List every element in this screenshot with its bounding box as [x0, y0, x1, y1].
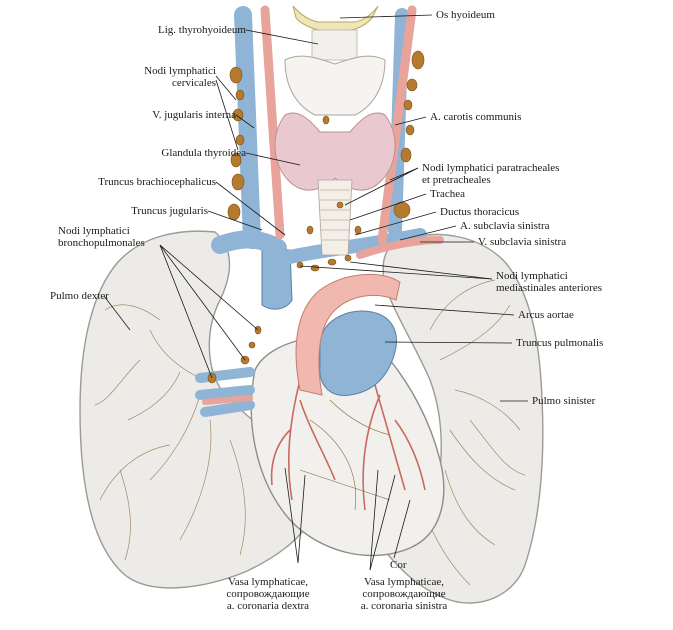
- lymph-node: [230, 152, 242, 168]
- label-vasa-sinistra-line1: Vasa lymphaticae,: [364, 576, 444, 588]
- label-truncus-brachiocephalicus: Truncus brachiocephalicus: [98, 176, 216, 188]
- great-vessels: [195, 5, 444, 417]
- lymph-node: [235, 89, 245, 101]
- coronaria-dextra-vessels: [270, 379, 336, 501]
- os-hyoideum-shape: [292, 5, 379, 33]
- arcus-aortae-shape: [295, 273, 401, 396]
- label-nodi-cervicales-line2: cervicales: [172, 77, 216, 89]
- label-vasa-dextra-line2: сопровождающие: [226, 588, 309, 600]
- lymph-node: [248, 341, 256, 349]
- label-arcus-aortae: Arcus aortae: [518, 309, 574, 321]
- label-cor: Cor: [390, 559, 407, 571]
- labels: Os hyoideum Lig. thyrohyoideum Nodi lymp…: [50, 9, 603, 612]
- label-nodi-paratracheales-line1: Nodi lymphatici paratracheales: [422, 162, 559, 174]
- leader-lines: [103, 14, 528, 571]
- lymph-node: [310, 264, 320, 272]
- lymph-nodes: [207, 50, 425, 384]
- label-vasa-dextra-line3: a. coronaria dextra: [227, 600, 309, 612]
- label-os-hyoideum: Os hyoideum: [436, 9, 495, 21]
- label-vasa-sinistra-line2: сопровождающие: [362, 588, 445, 600]
- label-truncus-pulmonalis: Truncus pulmonalis: [516, 337, 603, 349]
- label-a-subclavia-sinistra: A. subclavia sinistra: [460, 220, 550, 232]
- a-carotis-communis-sinistra: [377, 5, 417, 245]
- label-truncus-jugularis: Truncus jugularis: [131, 205, 208, 217]
- label-nodi-bronchopulmonales-line1: Nodi lymphatici: [58, 225, 130, 237]
- label-v-subclavia-sinistra: V. subclavia sinistra: [478, 236, 566, 248]
- label-lig-thyrohyoideum: Lig. thyrohyoideum: [158, 24, 246, 36]
- lig-thyrohyoideum-shape: [311, 29, 358, 61]
- lymph-node: [296, 261, 304, 269]
- label-trachea: Trachea: [430, 188, 465, 200]
- a-carotis-communis-dextra: [260, 5, 285, 240]
- right-hilum-artery: [202, 395, 253, 405]
- label-nodi-cervicales-line1: Nodi lymphatici: [144, 65, 216, 77]
- a-subclavia-sinistra-shape: [356, 236, 444, 259]
- lymph-node: [227, 203, 241, 221]
- label-nodi-mediastinales-line2: mediastinales anteriores: [496, 282, 602, 294]
- lymph-node: [327, 258, 337, 266]
- label-vasa-dextra-line1: Vasa lymphaticae,: [228, 576, 308, 588]
- lymph-node: [406, 78, 418, 92]
- coronaria-sinistra-vessels: [362, 384, 426, 511]
- lymph-node: [403, 99, 413, 111]
- label-nodi-mediastinales-line1: Nodi lymphatici: [496, 270, 568, 282]
- lymph-node: [322, 115, 330, 125]
- neck-structures: [274, 5, 396, 256]
- thyroid-cartilage-shape: [284, 55, 386, 116]
- lymph-node: [229, 66, 243, 84]
- label-nodi-paratracheales-line2: et pretracheales: [422, 174, 491, 186]
- lymph-node: [411, 50, 425, 70]
- lymph-node: [405, 124, 415, 136]
- v-jugularis-interna-dextra: [234, 6, 261, 249]
- label-nodi-bronchopulmonales-line2: bronchopulmonales: [58, 237, 145, 249]
- label-vasa-sinistra-line3: a. coronaria sinistra: [361, 600, 448, 612]
- trachea-rings: [320, 189, 350, 241]
- lymph-node: [231, 173, 245, 191]
- truncus-pulmonalis-shape: [319, 310, 397, 396]
- lymph-node: [344, 254, 352, 262]
- label-pulmo-sinister: Pulmo sinister: [532, 395, 596, 407]
- heart-lymph-vessels: [299, 399, 391, 511]
- lung-vessel-network: [94, 279, 526, 586]
- lymph-node: [306, 225, 314, 235]
- lymph-node: [400, 147, 412, 163]
- trachea-shape: [317, 179, 353, 256]
- label-pulmo-dexter: Pulmo dexter: [50, 290, 109, 302]
- label-glandula-thyroidea: Glandula thyroidea: [161, 147, 246, 159]
- lymph-node: [235, 134, 245, 146]
- glandula-thyroidea-shape: [274, 112, 396, 191]
- label-a-carotis-communis: A. carotis communis: [430, 111, 521, 123]
- label-v-jugularis-interna: V. jugularis interna: [152, 109, 236, 121]
- lymph-node: [336, 201, 344, 209]
- lymph-node: [354, 225, 362, 235]
- label-ductus-thoracicus: Ductus thoracicus: [440, 206, 519, 218]
